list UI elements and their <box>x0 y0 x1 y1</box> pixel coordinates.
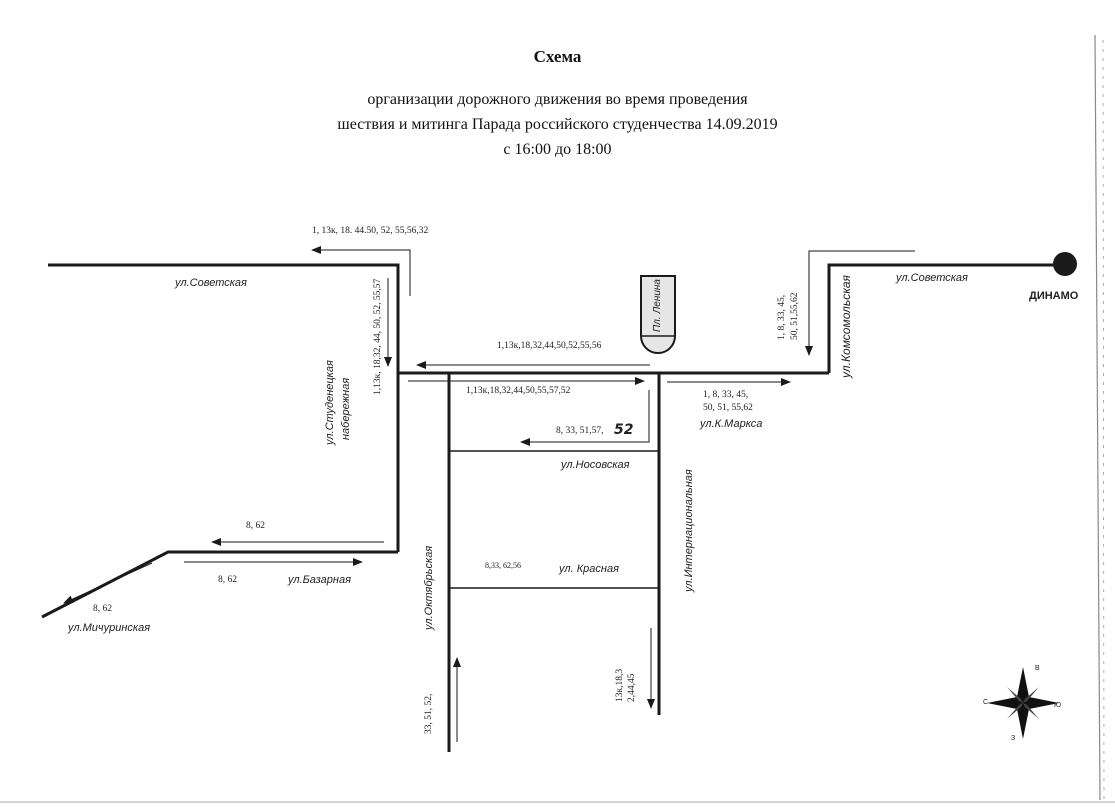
route-komsomolskaya-vertical-a: 1, 8, 33, 45, <box>777 295 787 340</box>
arrow-top-left <box>311 246 411 296</box>
route-labels: 1, 13к, 18. 44.50, 52, 55,56,32 1,13к, 1… <box>93 226 800 734</box>
label-sovetskaya-right: ул.Советская <box>895 272 968 284</box>
label-naberezhnaya: набережная <box>340 378 352 440</box>
route-lower-k-marksa: 1,13к,18,32,44,50,55,57,52 <box>466 386 571 396</box>
label-komsomolskaya: ул.Комсомольская <box>839 274 853 379</box>
road-bazarnaya <box>41 550 398 619</box>
scheme-subtitle-line-3: с 16:00 до 18:00 <box>503 141 612 158</box>
route-komsomolskaya-vertical-b: 50, 51,55,62 <box>790 292 800 340</box>
route-arrows <box>63 246 915 742</box>
route-k-marksa-right-a: 1, 8, 33, 45, <box>703 390 748 400</box>
page-edge <box>0 34 1115 803</box>
street-labels: ул.Советская ул.Советская ул.Студенецкая… <box>67 272 968 634</box>
label-sovetskaya-left: ул.Советская <box>174 277 247 289</box>
label-nosovskaya: ул.Носовская <box>560 459 630 471</box>
label-k-marksa: ул.К.Маркса <box>699 418 762 430</box>
route-top-left: 1, 13к, 18. 44.50, 52, 55,56,32 <box>312 226 428 236</box>
label-dinamo: ДИНАМО <box>1029 290 1079 302</box>
route-inner-a: 8, 33, 51,57, <box>556 426 604 436</box>
compass-west: З <box>1011 735 1015 742</box>
route-internatsionalnaya-vertical-a: 13к,18,3 <box>615 669 625 702</box>
route-michurinskaya: 8, 62 <box>93 604 112 614</box>
label-oktyabrskaya: ул.Октябрьская <box>423 546 435 631</box>
label-lenin-square: Пл. Ленина <box>652 279 663 332</box>
route-k-marksa-right-b: 50, 51, 55,62 <box>703 403 753 413</box>
scheme-subtitle-line-1: организации дорожного движения во время … <box>367 91 748 108</box>
compass-north: С <box>983 699 988 706</box>
route-internatsionalnaya-vertical-b: 2,44,45 <box>627 673 637 702</box>
lenin-square-monument <box>640 275 676 354</box>
route-inner-b: 52 <box>614 422 633 438</box>
label-bazarnaya: ул.Базарная <box>287 574 351 586</box>
route-krasnaya: 8,33, 62,56 <box>485 561 521 570</box>
road-sovetskaya-right <box>827 263 1062 373</box>
route-studenetskaya-vertical: 1,13к, 18,32, 44, 50, 52, 55,57 <box>373 279 383 395</box>
arrow-komsomolskaya <box>805 250 915 356</box>
label-studenetskaya: ул.Студенецкая <box>324 360 336 446</box>
route-bazarnaya-lower: 8, 62 <box>218 575 237 585</box>
compass-east: В <box>1035 665 1040 672</box>
route-bazarnaya-upper: 8, 62 <box>246 521 265 531</box>
label-internatsionalnaya: ул.Интернациональная <box>683 469 695 593</box>
compass-rose: С В Ю З <box>983 665 1061 742</box>
road-sovetskaya-left <box>48 263 400 373</box>
label-michurinskaya: ул.Мичуринская <box>67 622 150 634</box>
compass-south: Ю <box>1054 702 1061 709</box>
dinamo-marker <box>1053 252 1077 276</box>
scheme-subtitle-line-2: шествия и митинга Парада российского сту… <box>337 116 778 133</box>
roads <box>41 263 1062 752</box>
route-upper-k-marksa: 1,13к,18,32,44,50,52,55,56 <box>497 341 602 351</box>
arrow-michurinskaya <box>63 562 153 604</box>
scheme-title: Схема <box>533 47 582 66</box>
arrow-inner <box>520 390 650 446</box>
route-oktyabrskaya-vertical: 33, 51, 52, <box>424 694 434 734</box>
label-krasnaya: ул. Красная <box>558 563 619 575</box>
